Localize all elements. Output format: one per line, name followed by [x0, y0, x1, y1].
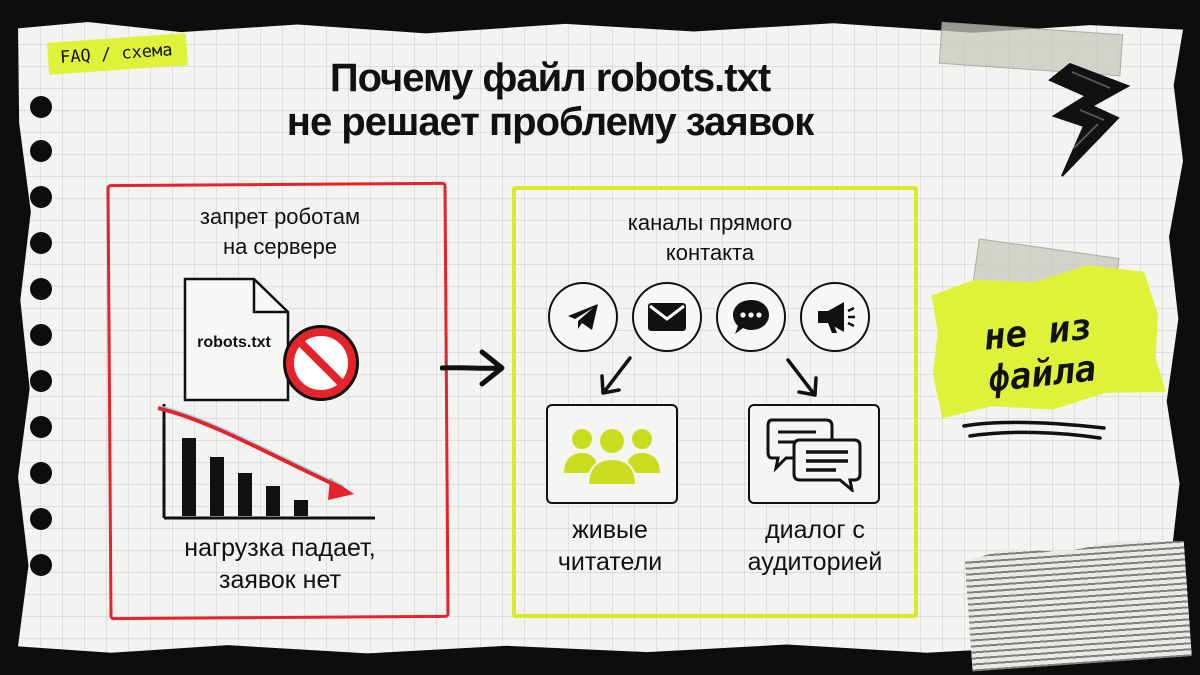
readers-caption: живые читатели — [530, 514, 690, 578]
left-caption-line: заявок нет — [218, 566, 342, 594]
dialog-caption-line: диалог с — [765, 516, 865, 544]
arrow-down-left-icon — [600, 356, 632, 395]
title-line-2: не решает проблему заявок — [286, 100, 814, 144]
file-label: robots.txt — [197, 334, 271, 351]
right-heading-line: контакта — [665, 240, 755, 265]
binder-hole — [30, 462, 52, 484]
binder-hole — [30, 140, 52, 162]
chart-bar — [294, 500, 308, 516]
chart-bar — [238, 473, 252, 516]
left-heading-line: запрет роботам — [199, 204, 361, 229]
arrow-down-right-icon — [786, 358, 818, 397]
prohibited-icon — [283, 325, 359, 401]
lightning-bolt-icon — [1048, 62, 1131, 177]
page-title: Почему файл robots.txt не решает проблем… — [230, 56, 870, 144]
left-heading-line: на сервере — [222, 234, 338, 259]
right-heading: каналы прямого контакта — [560, 208, 860, 268]
direct-contact-panel — [512, 186, 918, 618]
binder-hole — [30, 416, 52, 438]
binder-hole — [30, 554, 52, 576]
arrow-right-icon — [440, 349, 505, 387]
readers-caption-line: живые — [572, 516, 648, 544]
dialog-box — [748, 404, 880, 504]
left-caption-line: нагрузка падает, — [184, 534, 376, 562]
chat-bubble-icon — [716, 282, 786, 352]
binder-hole — [30, 96, 52, 118]
readers-box — [546, 404, 678, 504]
binder-hole — [30, 370, 52, 392]
scribble-underline — [962, 420, 1106, 440]
sticker-text: не из файла — [956, 304, 1124, 404]
left-heading: запрет роботам на сервере — [150, 202, 410, 262]
dialog-bubbles-icon — [766, 418, 862, 492]
left-caption: нагрузка падает, заявок нет — [135, 532, 425, 596]
binder-hole — [30, 278, 52, 300]
newspaper-scrap — [964, 536, 1192, 671]
readers-caption-line: читатели — [557, 548, 663, 576]
chart-bar — [266, 486, 280, 516]
megaphone-icon — [800, 282, 870, 352]
chart-bar — [182, 438, 196, 516]
chart-bar — [210, 457, 224, 516]
declining-bar-chart — [157, 404, 375, 520]
title-line-1: Почему файл robots.txt — [329, 56, 771, 100]
mail-icon — [632, 282, 702, 352]
binder-hole — [30, 232, 52, 254]
trend-arrow-icon — [157, 406, 343, 490]
binder-hole — [30, 508, 52, 530]
binder-hole — [30, 186, 52, 208]
right-heading-line: каналы прямого — [627, 210, 793, 235]
telegram-icon — [548, 282, 618, 352]
dialog-caption-line: аудиторией — [747, 548, 883, 576]
binder-hole — [30, 324, 52, 346]
group-people-icon — [564, 427, 660, 486]
dialog-caption: диалог с аудиторией — [720, 514, 910, 578]
